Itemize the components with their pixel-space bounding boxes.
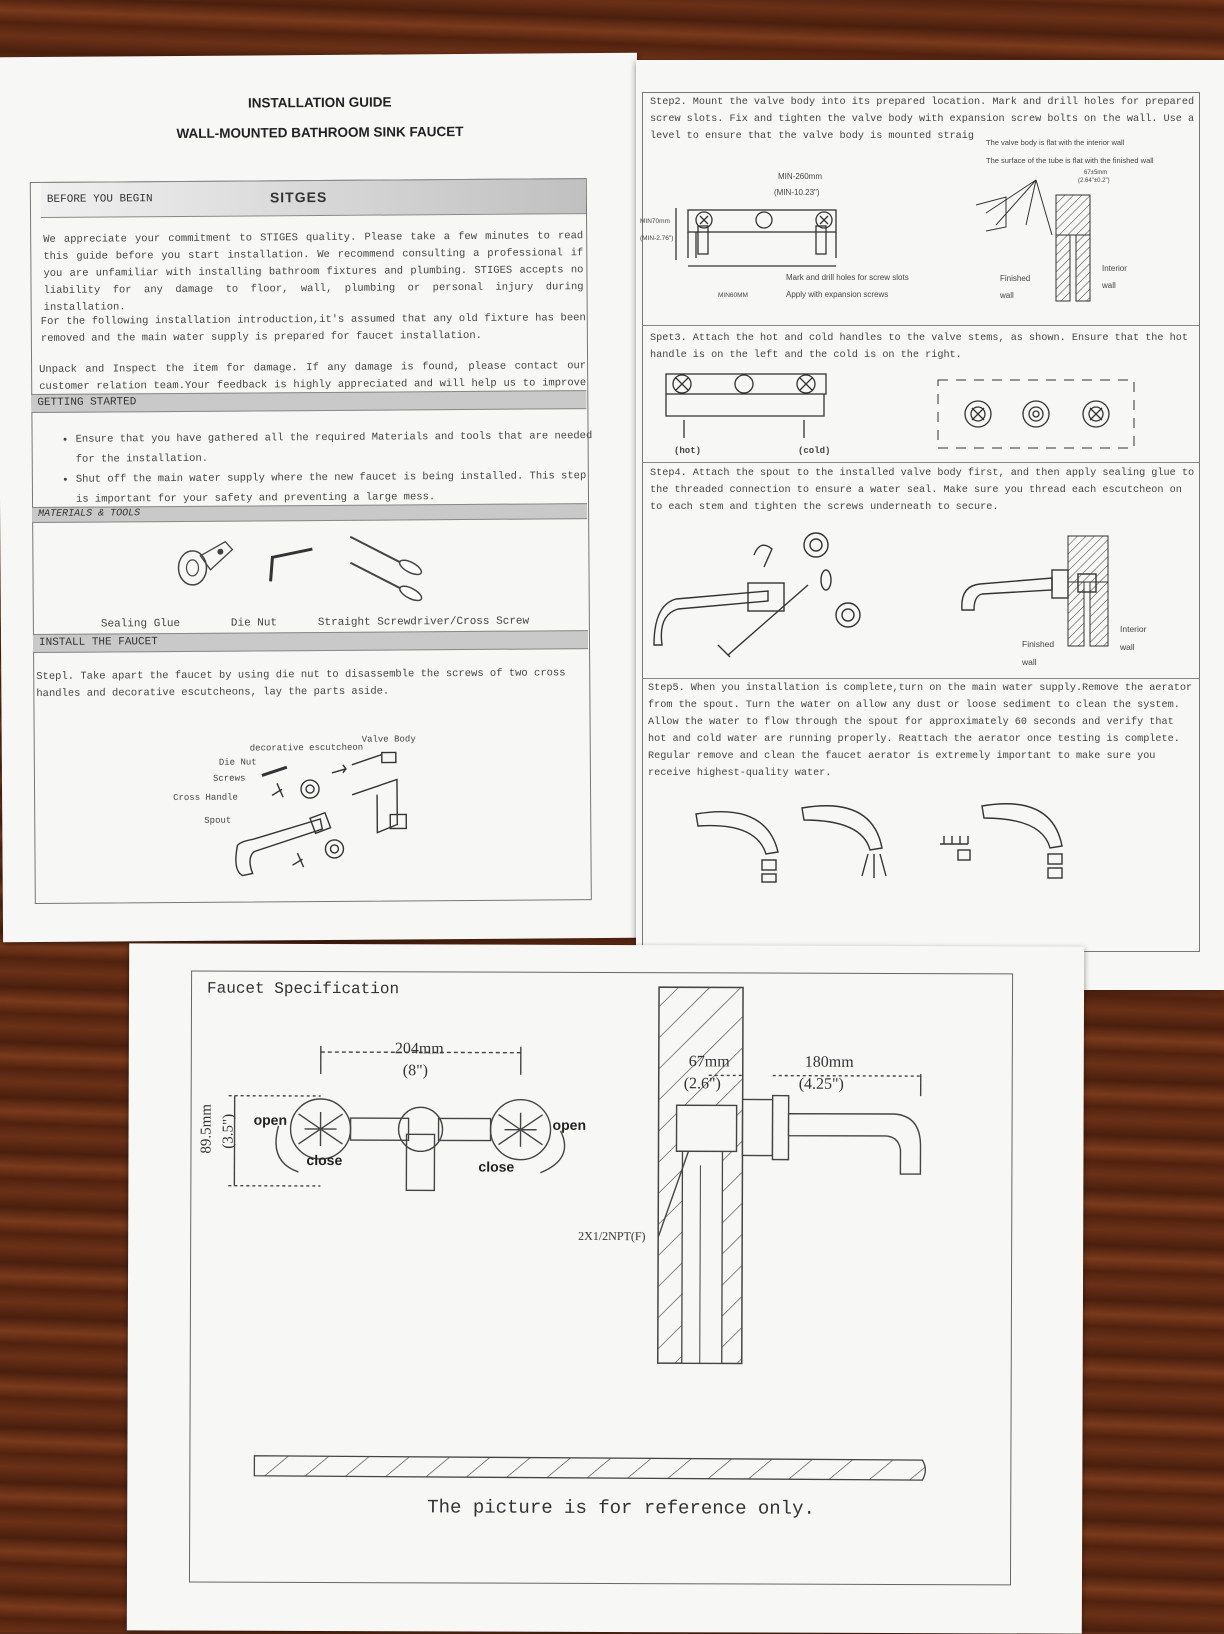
- label-die-nut: Die Nut: [219, 757, 257, 767]
- label-decorative-escutcheon: decorative escutcheon: [250, 743, 363, 754]
- getting-started-list: Ensure that you have gathered all the re…: [60, 426, 597, 510]
- label-spout: Spout: [204, 816, 231, 826]
- open-label-right: open: [553, 1117, 587, 1133]
- dim-min-260: MIN-260mm: [778, 172, 822, 181]
- dim-min-60: MIN60MM: [718, 292, 748, 299]
- getting-item-1: Ensure that you have gathered all the re…: [76, 426, 596, 470]
- step1-text: Stepl. Take apart the faucet by using di…: [36, 665, 586, 703]
- floor-hatch-section: [252, 1452, 932, 1484]
- dim-reach-in: (4.25"): [799, 1076, 844, 1094]
- step5-text: Step5. When you installation is complete…: [648, 680, 1196, 782]
- getting-started-header: GETTING STARTED: [31, 390, 586, 413]
- before-header-label: BEFORE YOU BEGIN: [47, 193, 153, 206]
- right-instruction-sheet: Step2. Mount the valve body into its pre…: [636, 60, 1224, 990]
- interior-wall-label-2: Interior wall: [1120, 620, 1156, 656]
- guide-subtitle: WALL-MOUNTED BATHROOM SINK FAUCET: [0, 123, 642, 143]
- tool-label-die-nut: Die Nut: [231, 615, 277, 632]
- step2-note-flat-finished: The surface of the tube is flat with the…: [986, 156, 1154, 165]
- divider-step4: [642, 462, 1199, 463]
- dim-width-mm: 204mm: [395, 1040, 444, 1058]
- handles-attach-diagram: [664, 370, 834, 440]
- dim-depth-in: (2.6"): [684, 1075, 721, 1093]
- sealing-glue-illustration: [170, 534, 240, 594]
- open-label-left: open: [254, 1112, 288, 1128]
- install-faucet-header: INSTALL THE FAUCET: [33, 630, 588, 653]
- tool-label-screwdriver: Straight Screwdriver/Cross Screw: [318, 614, 529, 632]
- wall-section-step4: [956, 530, 1126, 650]
- before-paragraph-1: We appreciate your commitment to STIGES …: [43, 228, 584, 317]
- step2-note-flat-interior: The valve body is flat with the interior…: [986, 138, 1124, 147]
- valve-body-mounting-diagram: [676, 200, 846, 270]
- hot-label: (hot): [674, 446, 701, 456]
- dim-min-70: MIN70mm: [640, 218, 670, 225]
- dim-depth-mm: 67mm: [689, 1053, 730, 1071]
- cold-label: (cold): [798, 446, 830, 456]
- dim-reach-mm: 180mm: [805, 1054, 854, 1072]
- handles-front-view: [936, 378, 1136, 450]
- dim-height-in: (3.5"): [220, 1114, 236, 1149]
- dim-height-mm: 89.5mm: [198, 1104, 214, 1154]
- screwdrivers-illustration: [348, 532, 428, 603]
- step2-mark-drill: Mark and drill holes for screw slots: [786, 273, 909, 282]
- step3-text: Spet3. Attach the hot and cold handles t…: [650, 330, 1196, 364]
- close-label-left: close: [306, 1152, 342, 1168]
- before-paragraph-2: For the following installation introduct…: [41, 310, 586, 348]
- spout-attach-diagram: [658, 525, 858, 665]
- tool-label-sealing-glue: Sealing Glue: [101, 616, 180, 634]
- interior-wall-label-1: Interior wall: [1102, 260, 1138, 294]
- divider-step3: [642, 325, 1199, 326]
- label-valve-body: Valve Body: [362, 734, 416, 744]
- divider-step5: [642, 678, 1199, 679]
- die-nut-illustration: [268, 545, 318, 585]
- dim-min-1023: (MIN-10.23"): [774, 188, 820, 197]
- finished-wall-label-2: Finished wall: [1022, 635, 1062, 671]
- close-label-right: close: [478, 1159, 514, 1175]
- dim-height-in-label: (3.5"): [220, 1114, 237, 1149]
- step2-apply-screws: Apply with expansion screws: [786, 290, 888, 299]
- spec-title: Faucet Specification: [207, 980, 399, 999]
- left-instruction-sheet: INSTALLATION GUIDE WALL-MOUNTED BATHROOM…: [0, 53, 643, 942]
- dim-width-in: (8"): [403, 1062, 428, 1080]
- label-cross-handle: Cross Handle: [173, 793, 238, 803]
- dim-min-276: (MIN-2.76"): [640, 235, 673, 242]
- label-screws: Screws: [213, 774, 245, 784]
- step4-text: Step4. Attach the spout to the installed…: [650, 465, 1196, 516]
- faucet-side-view: [648, 985, 939, 1366]
- exploded-parts-diagram: [232, 744, 453, 886]
- aerator-cleaning-diagram: [696, 802, 1166, 902]
- dim-height-label: 89.5mm: [198, 1104, 215, 1154]
- faucet-specification-sheet: Faucet Specification 204mm (8") 89.5mm (…: [127, 943, 1084, 1633]
- finished-wall-label-1: Finished wall: [1000, 270, 1040, 304]
- guide-title: INSTALLATION GUIDE: [0, 93, 642, 113]
- reference-note: The picture is for reference only.: [427, 1496, 815, 1519]
- brand-logo: SITGES: [270, 189, 327, 205]
- thread-spec-label: 2X1/2NPT(F): [578, 1229, 645, 1244]
